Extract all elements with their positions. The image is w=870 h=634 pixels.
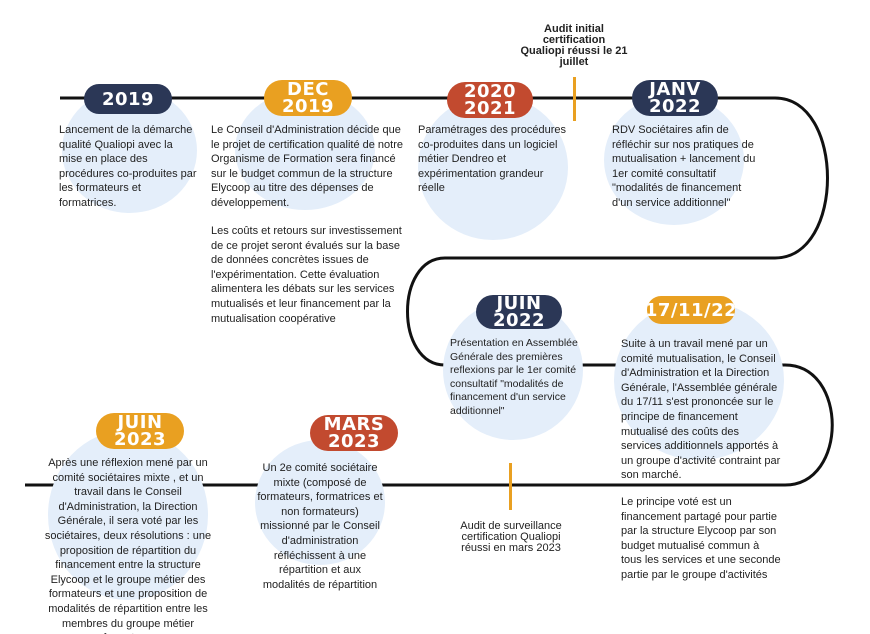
audit-initial-note: Audit initial certification Qualiopi réu… bbox=[520, 23, 628, 68]
date-badge-2019: 2019 bbox=[84, 84, 172, 114]
event-text-171122-second: Le principe voté est un financement part… bbox=[621, 496, 781, 581]
date-text: JANV bbox=[649, 80, 701, 100]
date-text: MARS bbox=[323, 415, 385, 435]
date-text: 2022 bbox=[492, 310, 546, 330]
event-text-juin2022: Présentation en Assemblée Générale des p… bbox=[450, 337, 578, 417]
event-text-janv2022: RDV Sociétaires afin de réfléchir sur no… bbox=[612, 124, 756, 209]
date-text: 2021 bbox=[463, 98, 517, 118]
event-text-dec2019-second: Les coûts et retours sur investissement … bbox=[211, 225, 402, 325]
date-text: 17/11/22 bbox=[647, 299, 735, 321]
date-text: JUIN bbox=[117, 413, 163, 433]
bubble-2020 bbox=[418, 95, 568, 240]
event-text-dec2019: Le Conseil d'Administration décide que l… bbox=[211, 124, 404, 209]
audit-surveillance-note: Audit de surveillance certification Qual… bbox=[460, 520, 562, 554]
date-text: 2023 bbox=[113, 429, 167, 449]
date-text: 2023 bbox=[327, 431, 381, 451]
date-text: DEC bbox=[287, 80, 329, 100]
bubble-mars2023 bbox=[255, 440, 385, 565]
event-text-juin2023: Après une réflexion mené par un comité s… bbox=[44, 457, 212, 634]
event-text-171122: Suite à un travail mené par un comité mu… bbox=[621, 338, 781, 482]
event-text-2019: Lancement de la démarche qualité Qualiop… bbox=[59, 124, 197, 209]
date-text: 2020 bbox=[463, 82, 517, 102]
date-text: 2019 bbox=[101, 88, 155, 110]
date-text: 2022 bbox=[648, 96, 702, 116]
audit-initial-marker bbox=[573, 77, 576, 121]
bubble-janv2022 bbox=[604, 95, 744, 225]
date-text: JUIN bbox=[496, 295, 542, 314]
event-text-2020-2021: Paramétrages des procédures co-produites… bbox=[418, 124, 566, 195]
date-text: 2019 bbox=[281, 96, 335, 116]
audit-surveillance-marker bbox=[509, 463, 512, 510]
event-text-mars2023: Un 2e comité sociétaire mixte (composé d… bbox=[257, 462, 383, 591]
date-badge-171122: 17/11/22 bbox=[647, 296, 735, 324]
bubble-juin2023 bbox=[48, 430, 208, 600]
bubble-171122 bbox=[614, 300, 784, 460]
